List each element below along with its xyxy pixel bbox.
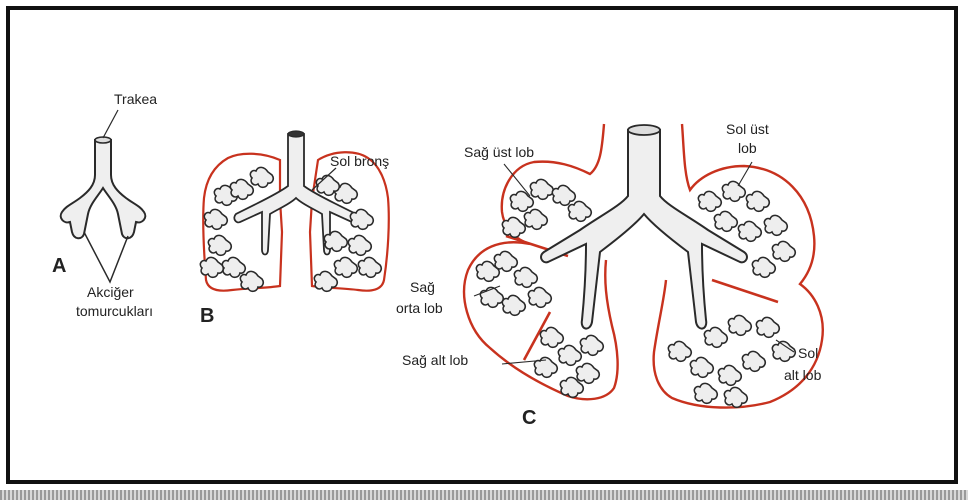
label-sol-ust-lob: lob (738, 140, 757, 156)
label-akciger: Akciğer (87, 284, 134, 300)
label-alt-lob: alt lob (784, 367, 822, 383)
panel-a-letter: A (52, 255, 66, 277)
panel-b-letter: B (200, 305, 214, 327)
label-sol: Sol (798, 345, 818, 361)
bottom-noise-strip (0, 490, 968, 500)
label-sag: Sağ (410, 279, 435, 295)
panel-c-mature-lungs (464, 124, 823, 408)
label-orta-lob: orta lob (396, 300, 443, 316)
panel-a-lung-buds (61, 110, 146, 282)
panel-c-letter: C (522, 407, 536, 429)
label-sol-ust: Sol üst (726, 121, 769, 137)
label-tomurcuklari: tomurcukları (76, 303, 153, 319)
label-sag-alt-lob: Sağ alt lob (402, 352, 468, 368)
label-sag-ust-lob: Sağ üst lob (464, 144, 534, 160)
label-trakea: Trakea (114, 91, 157, 107)
label-sol-brons: Sol bronş (330, 153, 389, 169)
